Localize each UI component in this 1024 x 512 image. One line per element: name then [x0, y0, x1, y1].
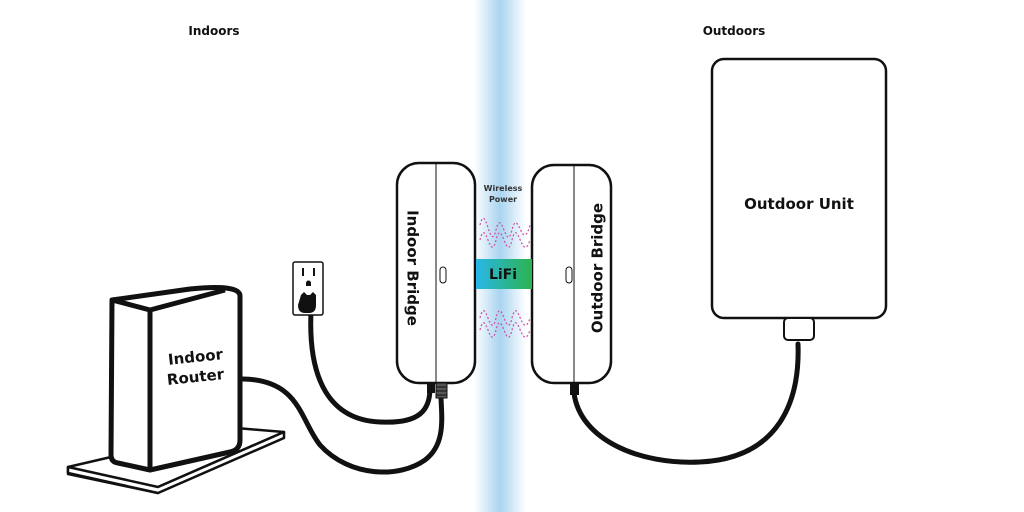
- wireless-power-label-line1: Wireless: [484, 184, 523, 193]
- indoor-router: [108, 285, 243, 473]
- wave-lower-1: [479, 310, 531, 326]
- ethernet-port: [435, 382, 448, 399]
- indoor-router-label-line2: Router: [166, 365, 225, 389]
- outdoor-unit-connector: [783, 317, 815, 341]
- lifi-label: LiFi: [489, 267, 517, 283]
- outdoors-label: Outdoors: [703, 24, 766, 38]
- outdoor-bridge-label: Outdoor Bridge: [589, 203, 607, 333]
- wave-upper-1: [479, 217, 531, 238]
- outdoor-unit: [710, 57, 888, 341]
- window-glass: [474, 0, 526, 512]
- power-cable: [308, 309, 433, 425]
- wireless-power-waves: [479, 217, 531, 338]
- wireless-power-label-line2: Power: [489, 195, 517, 204]
- indoor-bridge-label: Indoor Bridge: [404, 210, 422, 326]
- cables: [240, 309, 801, 475]
- indoors-label: Indoors: [188, 24, 239, 38]
- power-plug: [298, 292, 316, 313]
- wave-lower-2: [479, 322, 531, 338]
- power-port: [427, 383, 435, 393]
- outdoor-bridge-led: [565, 266, 573, 284]
- indoor-bridge-led: [439, 266, 447, 284]
- outdoor-unit-label: Outdoor Unit: [744, 195, 854, 213]
- wall-outlet: [292, 261, 324, 316]
- wave-upper-2: [479, 232, 531, 248]
- ethernet-cable: [240, 376, 445, 475]
- indoor-router-label-line1: Indoor: [167, 345, 224, 369]
- outdoor-cable: [571, 341, 801, 465]
- outdoor-bridge-port: [570, 383, 579, 395]
- indoor-bridge: [395, 161, 477, 399]
- lifi-band: [476, 259, 532, 289]
